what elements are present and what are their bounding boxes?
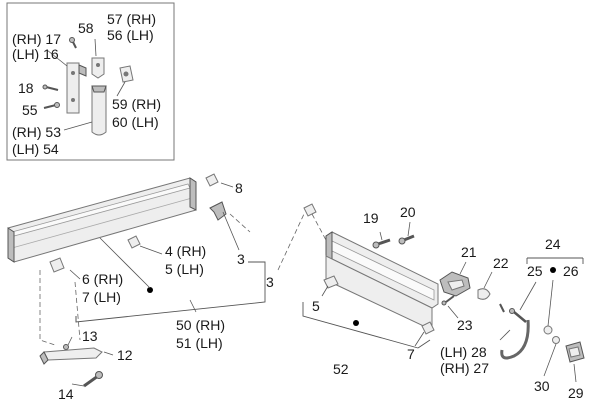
- right-clip-22: [477, 288, 491, 300]
- label-27-rh: (RH) 27: [440, 360, 489, 376]
- label-4-rh: 4 (RH): [165, 243, 206, 259]
- label-24: 24: [545, 236, 561, 252]
- left-pin-13: [63, 344, 69, 350]
- right-tailgate-panel: [325, 231, 439, 331]
- label-8: 8: [235, 180, 243, 196]
- label-7-lh: 7 (LH): [82, 289, 121, 305]
- label-25: 25: [527, 263, 543, 279]
- inset-bushing-17: [78, 64, 87, 77]
- label-12: 12: [117, 347, 133, 363]
- left-clip-8: [205, 173, 219, 187]
- label-5-right: 5: [312, 298, 320, 314]
- left-handle-12: [39, 347, 103, 365]
- label-26: 26: [563, 263, 579, 279]
- label-55: 55: [22, 102, 38, 118]
- label-50-rh: 50 (RH): [176, 317, 225, 333]
- right-washer-30: [552, 336, 560, 344]
- inset-screw-58: [69, 37, 77, 49]
- label-54-lh: (LH) 54: [12, 141, 59, 157]
- bracket-24-dot: [550, 267, 556, 273]
- inset-frame: [6, 2, 175, 161]
- right-bolt-25: [509, 308, 527, 323]
- label-7-right: 7: [407, 346, 415, 362]
- label-19: 19: [363, 210, 379, 226]
- right-plate-29: [565, 341, 585, 363]
- label-29: 29: [568, 385, 584, 401]
- inset-clip-59: [119, 65, 134, 83]
- inset-hinge-plate: [66, 62, 80, 114]
- right-clip-3: [303, 203, 317, 217]
- label-56-lh: 56 (LH): [107, 27, 154, 43]
- label-22: 22: [493, 255, 509, 271]
- inset-bolt-55: [43, 102, 60, 109]
- inset-screw-18: [42, 84, 59, 91]
- label-53-rh: (RH) 53: [12, 124, 61, 140]
- label-21: 21: [461, 244, 477, 260]
- right-bumper-5: [323, 275, 339, 289]
- left-assembly-dot: [147, 287, 153, 293]
- label-13: 13: [82, 328, 98, 344]
- right-bolt-19: [372, 238, 391, 249]
- label-30: 30: [534, 378, 550, 394]
- label-14: 14: [58, 386, 74, 402]
- label-3-right: 3: [266, 274, 274, 290]
- label-17-rh: (RH) 17: [12, 31, 61, 47]
- label-5-lh: 5 (LH): [165, 261, 204, 277]
- label-52: 52: [333, 361, 349, 377]
- label-58: 58: [78, 20, 94, 36]
- label-28-lh: (LH) 28: [440, 344, 487, 360]
- label-60-lh: 60 (LH): [112, 114, 159, 130]
- right-cable-27: [499, 303, 530, 360]
- label-23: 23: [457, 317, 473, 333]
- right-washer-26: [543, 325, 553, 335]
- left-bumper-6: [49, 257, 65, 273]
- left-bolt-14: [83, 371, 103, 388]
- left-tailgate-panel: [7, 177, 197, 263]
- label-18: 18: [18, 80, 34, 96]
- left-hinge-3: [209, 201, 227, 221]
- inset-bracket-57: [91, 57, 105, 79]
- right-assembly-dot: [353, 320, 359, 326]
- right-bolt-20: [398, 234, 415, 245]
- right-latch-21: [439, 271, 471, 297]
- label-20: 20: [400, 204, 416, 220]
- right-screw-23: [441, 295, 455, 306]
- label-57-rh: 57 (RH): [107, 11, 156, 27]
- label-6-rh: 6 (RH): [82, 271, 123, 287]
- right-bumper-7: [421, 321, 435, 335]
- left-bumper-4: [127, 235, 141, 249]
- label-16-lh: (LH) 16: [12, 46, 59, 62]
- inset-sleeve-53: [91, 85, 107, 136]
- label-3-left: 3: [237, 251, 245, 267]
- label-59-rh: 59 (RH): [112, 96, 161, 112]
- label-51-lh: 51 (LH): [176, 335, 223, 351]
